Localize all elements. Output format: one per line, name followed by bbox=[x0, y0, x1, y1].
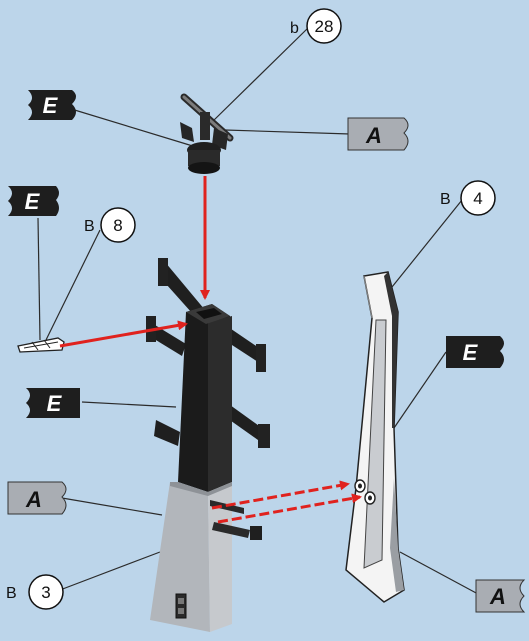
svg-text:E: E bbox=[43, 93, 59, 118]
flag-e-mid-left: E bbox=[8, 186, 59, 216]
flag-e-right-side: E bbox=[446, 336, 504, 368]
svg-text:A: A bbox=[489, 584, 506, 609]
callout-number: 28 bbox=[315, 17, 334, 36]
flag-e-mast-left: E bbox=[26, 388, 80, 418]
flag-a-lower-left: A bbox=[8, 482, 66, 514]
leader-lines bbox=[38, 28, 478, 594]
callout-number: 4 bbox=[473, 189, 482, 208]
callout-prefix: b bbox=[290, 20, 299, 37]
callout-b4: B 4 bbox=[440, 181, 495, 215]
flag-a-top-right: A bbox=[348, 118, 408, 150]
callout-prefix: B bbox=[440, 191, 451, 208]
flag-a-lower-right: A bbox=[476, 580, 524, 612]
svg-text:E: E bbox=[47, 391, 63, 416]
svg-text:A: A bbox=[25, 487, 42, 512]
svg-text:E: E bbox=[25, 189, 41, 214]
callout-prefix: B bbox=[6, 585, 17, 602]
callout-b3: B 3 bbox=[6, 575, 63, 609]
svg-text:A: A bbox=[365, 123, 382, 148]
callout-number: 8 bbox=[113, 216, 122, 235]
callout-number: 3 bbox=[41, 583, 50, 602]
right-frame-part bbox=[346, 272, 404, 602]
top-fitting-part bbox=[180, 97, 230, 174]
mast-part bbox=[146, 258, 270, 632]
callout-prefix: B bbox=[84, 218, 95, 235]
flag-e-top-left: E bbox=[28, 90, 76, 120]
svg-text:E: E bbox=[463, 340, 479, 365]
callout-b8: B 8 bbox=[84, 208, 135, 242]
small-side-part bbox=[18, 338, 64, 352]
